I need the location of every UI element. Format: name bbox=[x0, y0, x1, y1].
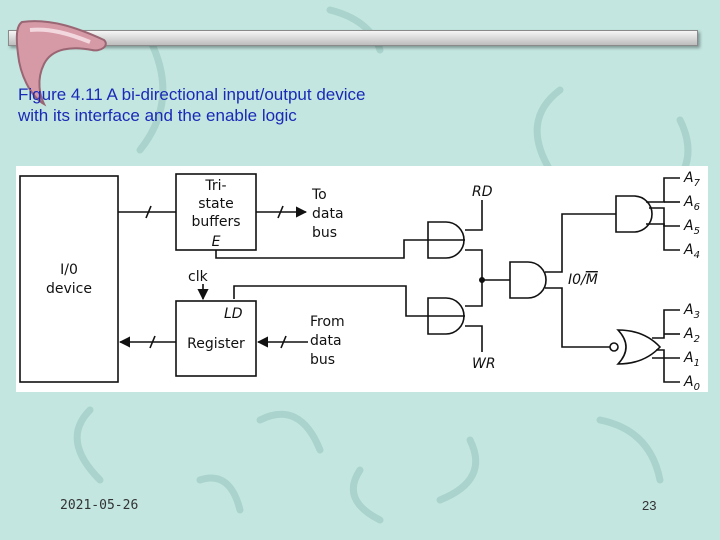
to-bus-label-3: bus bbox=[312, 225, 337, 241]
footer-date: 2021-05-26 bbox=[60, 498, 139, 513]
addr-a0-label: A0 bbox=[683, 374, 700, 392]
from-bus-label-1: From bbox=[310, 314, 345, 330]
iom-label-main: I0/ bbox=[568, 272, 587, 288]
circuit-diagram: I/0 device Tri- state buffers E clk LD R… bbox=[19, 170, 701, 393]
io-device-box bbox=[19, 175, 119, 383]
addr-a2-label: A2 bbox=[683, 326, 700, 345]
to-bus-label-1: To bbox=[311, 187, 327, 203]
tristate-label-3: buffers bbox=[191, 214, 240, 230]
wr-and-gate bbox=[427, 297, 465, 335]
figure-caption: Figure 4.11 A bi-directional input/outpu… bbox=[18, 84, 518, 126]
iom-label: I0/M bbox=[568, 272, 598, 288]
ld-label: LD bbox=[224, 306, 243, 322]
low-address-nor-gate bbox=[616, 329, 662, 365]
clk-label: clk bbox=[188, 269, 209, 285]
register-label: Register bbox=[187, 336, 245, 352]
io-device-label-2: device bbox=[46, 281, 92, 297]
rd-label: RD bbox=[472, 184, 493, 200]
addr-a5-label: A5 bbox=[683, 218, 700, 237]
title-bar bbox=[8, 30, 698, 46]
iom-and-gate bbox=[509, 261, 547, 299]
wr-label: WR bbox=[472, 356, 496, 372]
slide-number: 23 bbox=[642, 498, 657, 513]
high-address-and-gate bbox=[615, 195, 653, 233]
caption-line-1: Figure 4.11 A bi-directional input/outpu… bbox=[18, 85, 366, 104]
addr-a4-label: A4 bbox=[683, 242, 700, 261]
addr-a7-label: A7 bbox=[683, 170, 701, 189]
tristate-label-2: state bbox=[198, 196, 233, 212]
caption-line-2: with its interface and the enable logic bbox=[18, 106, 297, 125]
iom-label-bar: M bbox=[586, 272, 598, 288]
from-bus-label-3: bus bbox=[310, 352, 335, 368]
tristate-label-1: Tri- bbox=[204, 178, 226, 194]
addr-a1-label: A1 bbox=[683, 350, 700, 369]
rd-and-gate bbox=[427, 221, 465, 259]
to-bus-label-2: data bbox=[312, 206, 344, 222]
boomerang-logo bbox=[15, 20, 107, 107]
addr-a3-label: A3 bbox=[683, 302, 700, 321]
nor-bubble bbox=[609, 342, 619, 352]
addr-a6-label: A6 bbox=[683, 194, 700, 213]
from-bus-label-2: data bbox=[310, 333, 342, 349]
enable-label: E bbox=[212, 234, 221, 250]
circuit-figure: I/0 device Tri- state buffers E clk LD R… bbox=[16, 166, 708, 393]
io-device-label-1: I/0 bbox=[60, 262, 78, 278]
register-box bbox=[175, 300, 257, 377]
